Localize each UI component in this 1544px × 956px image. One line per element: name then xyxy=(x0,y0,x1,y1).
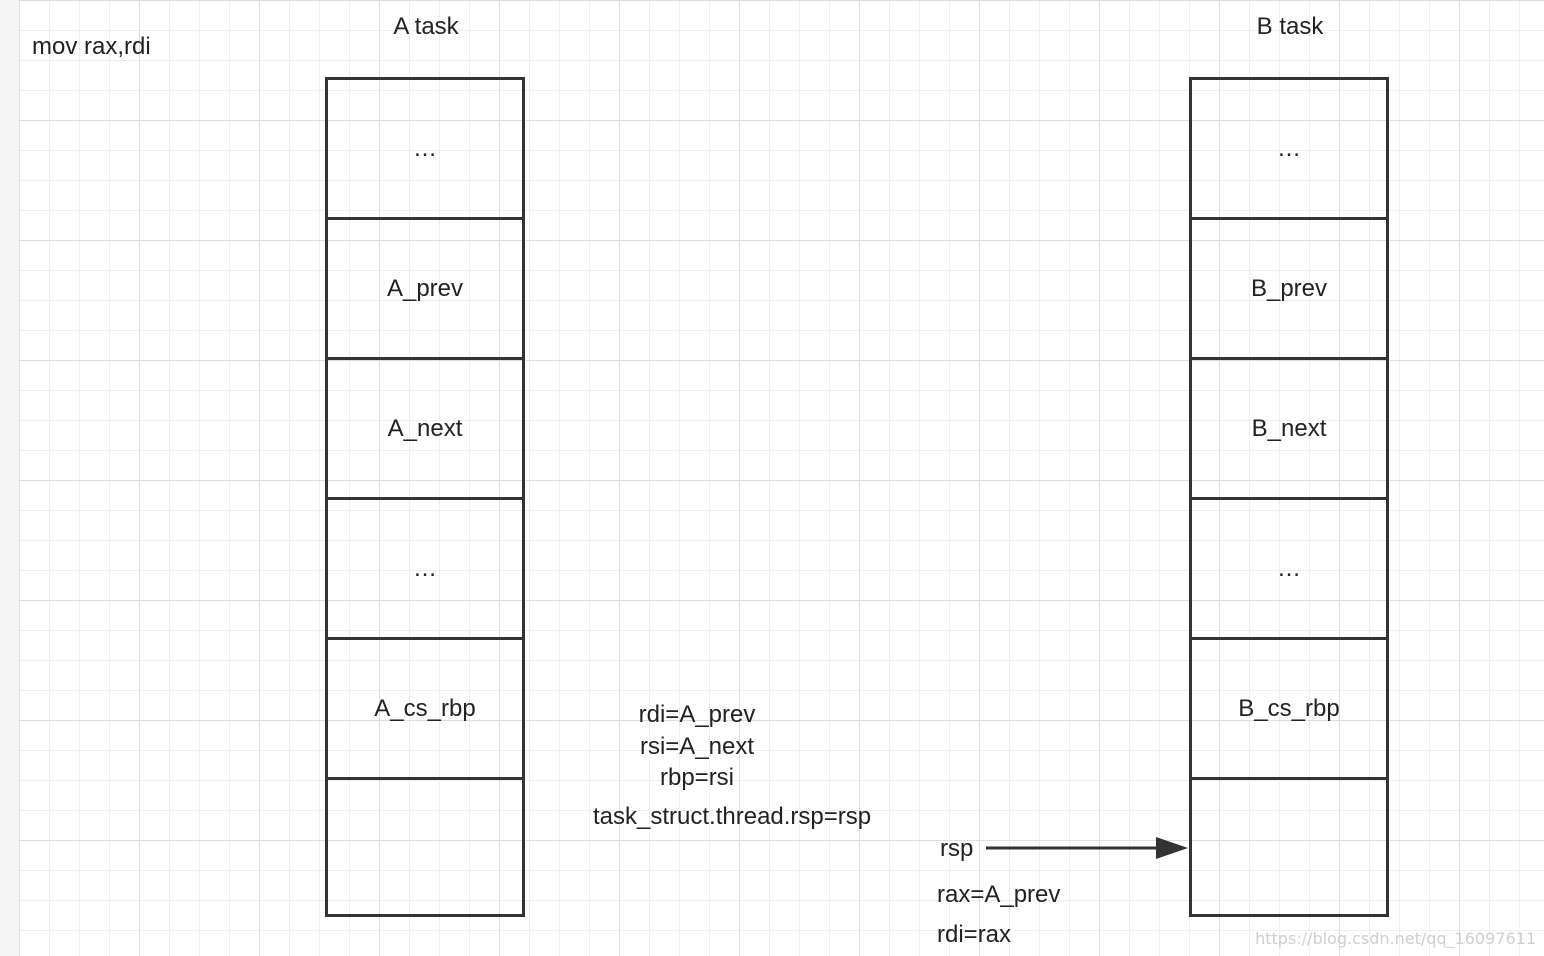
stack-cell: … xyxy=(1192,80,1386,220)
task-b-stack: … B_prev B_next … B_cs_rbp xyxy=(1189,77,1389,917)
stack-cell: B_cs_rbp xyxy=(1192,640,1386,780)
task-b-title: B task xyxy=(1256,13,1324,40)
register-note-rbp: rbp=rsi xyxy=(659,764,735,791)
stack-cell: … xyxy=(1192,500,1386,640)
canvas-left-edge xyxy=(0,0,20,956)
register-note-rax: rax=A_prev xyxy=(937,881,1061,908)
stack-cell: A_next xyxy=(328,360,522,500)
watermark: https://blog.csdn.net/qq_16097611 xyxy=(1255,929,1536,948)
register-note-rdi: rdi=A_prev xyxy=(638,701,756,728)
mov-instruction-note: mov rax,rdi xyxy=(32,33,151,60)
task-a-title: A task xyxy=(393,13,459,40)
register-note-rdi-rax: rdi=rax xyxy=(937,921,1012,948)
stack-cell: B_prev xyxy=(1192,220,1386,360)
stack-cell: … xyxy=(328,500,522,640)
register-note-rsi: rsi=A_next xyxy=(639,733,755,760)
stack-cell: A_cs_rbp xyxy=(328,640,522,780)
rsp-pointer-label: rsp xyxy=(940,835,974,862)
stack-cell: A_prev xyxy=(328,220,522,360)
stack-cell: B_next xyxy=(1192,360,1386,500)
arrow-head xyxy=(1156,837,1188,859)
thread-rsp-note: task_struct.thread.rsp=rsp xyxy=(593,803,872,830)
task-a-stack: … A_prev A_next … A_cs_rbp xyxy=(325,77,525,917)
stack-cell: … xyxy=(328,80,522,220)
